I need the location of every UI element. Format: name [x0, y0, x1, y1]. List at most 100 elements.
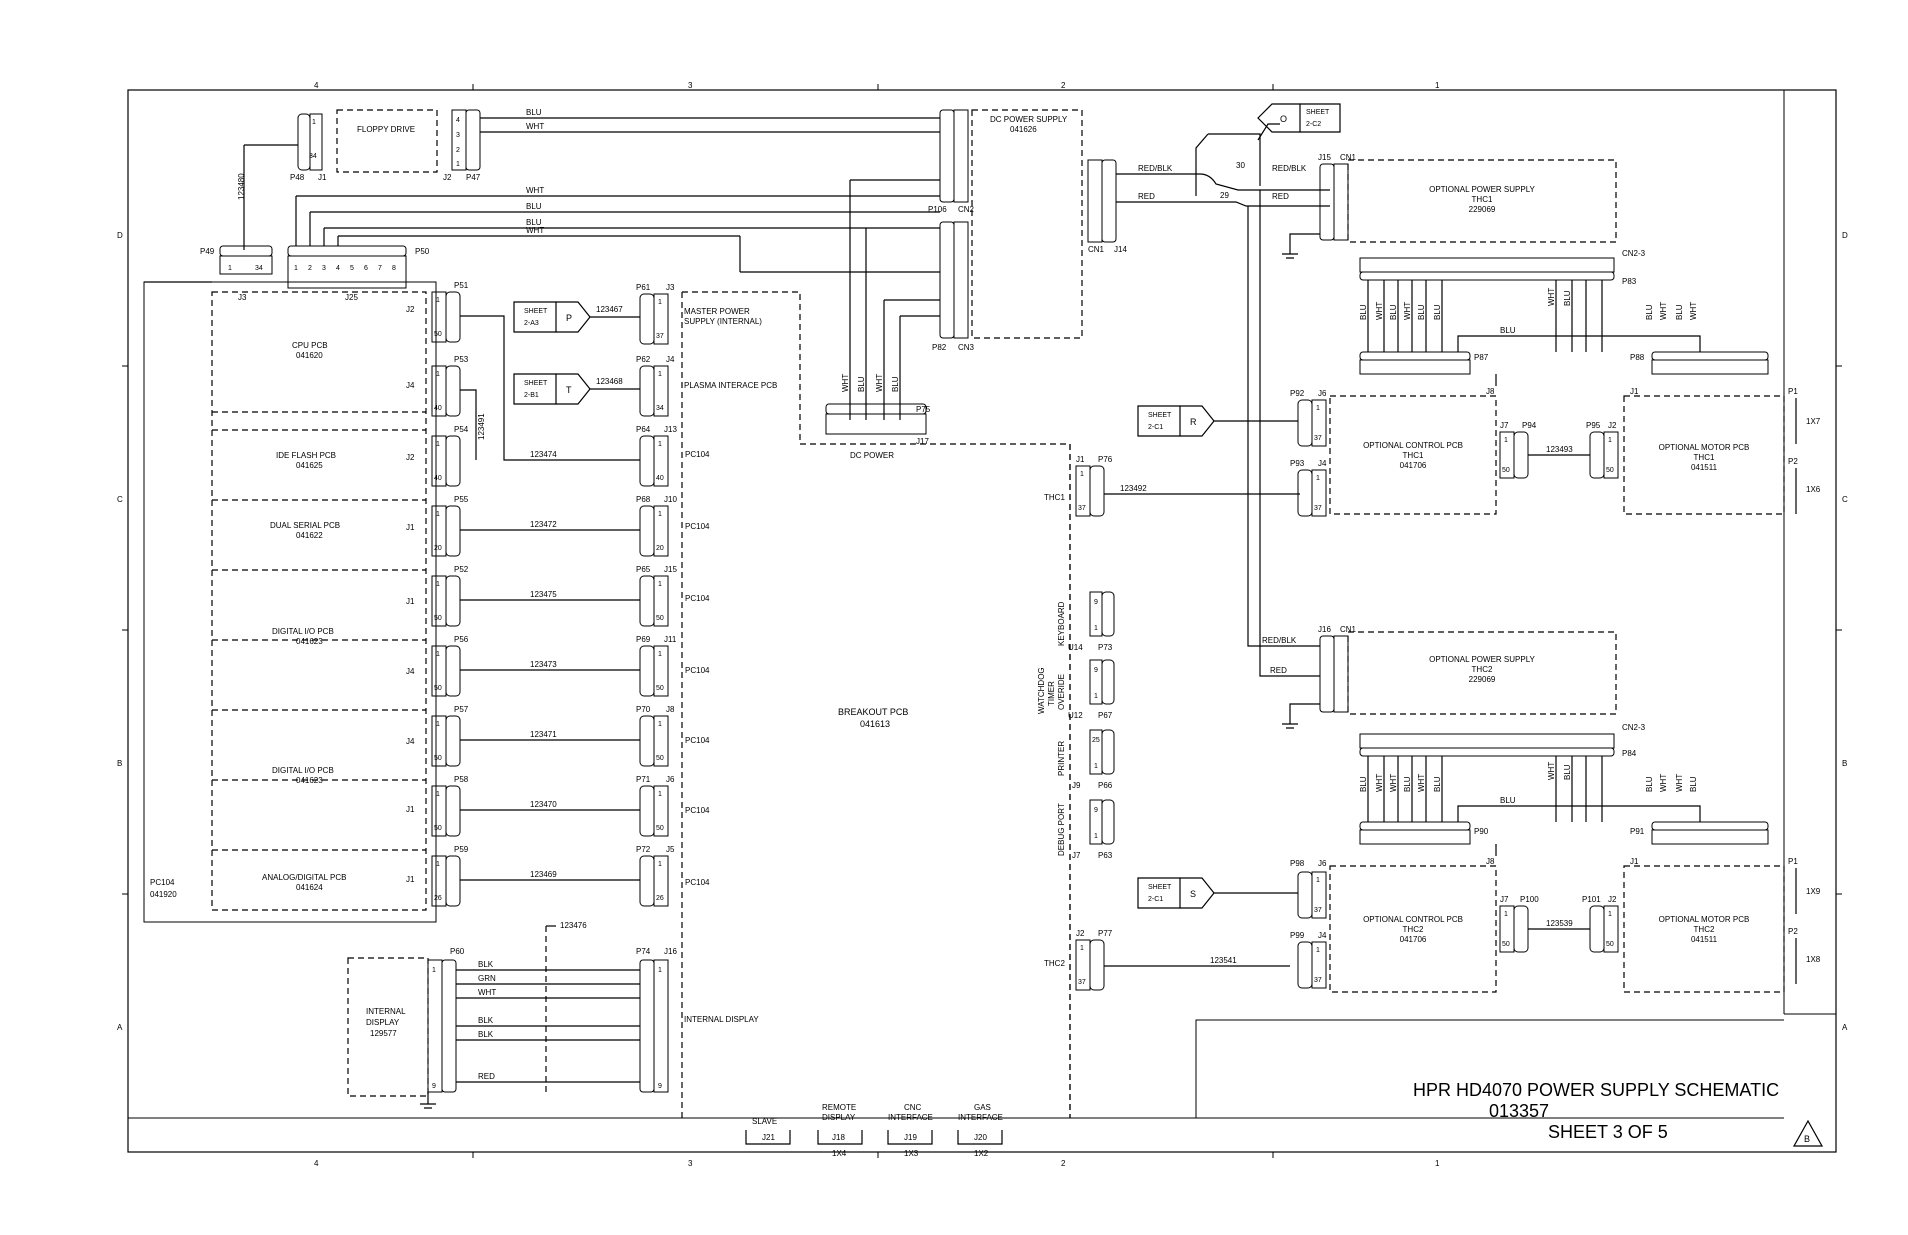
plasma-interface-label: PLASMA INTERACE PCB: [684, 381, 777, 390]
svg-text:50: 50: [656, 755, 664, 762]
cable-123492: 123492: [1120, 484, 1147, 493]
wire-blu-2: BLU: [526, 202, 542, 211]
analog-digital-label: ANALOG/DIGITAL PCB: [262, 873, 346, 882]
svg-text:J1: J1: [406, 597, 415, 606]
svg-text:37: 37: [1314, 977, 1322, 984]
connector-J2-floppy: J2: [443, 173, 452, 182]
zone-left-C: C: [117, 495, 123, 504]
connector-J25: J25: [345, 293, 358, 302]
svg-text:P95: P95: [1586, 421, 1601, 430]
svg-text:CN2-3: CN2-3: [1622, 723, 1646, 732]
wire-wht-top: WHT: [526, 122, 544, 131]
svg-text:J1: J1: [1076, 455, 1085, 464]
connector-J1-floppy: J1: [318, 173, 327, 182]
svg-text:SHEET: SHEET: [524, 308, 548, 315]
cnc-interface-label-2: INTERFACE: [888, 1113, 933, 1122]
digital-io-2-number: 041623: [296, 776, 323, 785]
wire-number-30: 30: [1236, 161, 1245, 170]
svg-text:P52: P52: [454, 565, 469, 574]
connector-J16-display: J16: [664, 947, 677, 956]
svg-text:PC104: PC104: [685, 666, 710, 675]
svg-text:CN1: CN1: [1340, 625, 1357, 634]
svg-text:J4: J4: [666, 355, 675, 364]
revision-letter: B: [1804, 1134, 1810, 1144]
svg-text:1: 1: [1094, 693, 1098, 700]
svg-text:J2: J2: [1608, 421, 1617, 430]
svg-text:26: 26: [656, 895, 664, 902]
svg-text:1X3: 1X3: [904, 1149, 919, 1158]
internal-display-connector-label: INTERNAL DISPLAY: [684, 1015, 759, 1024]
svg-text:J5: J5: [666, 845, 675, 854]
zone-top-1: 1: [1435, 81, 1440, 90]
svg-text:J4: J4: [1318, 459, 1327, 468]
svg-text:P55: P55: [454, 495, 469, 504]
breakout-connectors: P61 J3 1 37 P62 J4 1 34 P64 J13 1 40 P68…: [636, 283, 677, 907]
remote-display-label-2: DISPLAY: [822, 1113, 856, 1122]
svg-text:PC104: PC104: [685, 736, 710, 745]
title-block: HPR HD4070 POWER SUPPLY SCHEMATIC 013357…: [1413, 1080, 1824, 1147]
svg-text:J15: J15: [1318, 153, 1331, 162]
wire-blu-top: BLU: [526, 108, 542, 117]
svg-text:37: 37: [1314, 907, 1322, 914]
zone-right-C: C: [1842, 495, 1848, 504]
svg-text:1: 1: [658, 651, 662, 658]
svg-text:1: 1: [1608, 437, 1612, 444]
svg-text:1: 1: [436, 371, 440, 378]
svg-text:1: 1: [456, 161, 460, 168]
svg-text:J6: J6: [1318, 389, 1327, 398]
thc-breakout-column: THC1 J1 P76 1 37 123492 KEYBOARD U14 P73…: [1037, 444, 1300, 1118]
svg-text:WHT: WHT: [1547, 762, 1556, 780]
cable-123541: 123541: [1210, 956, 1237, 965]
svg-text:WHT: WHT: [875, 374, 884, 392]
svg-text:1X2: 1X2: [974, 1149, 989, 1158]
svg-text:WHT: WHT: [1689, 302, 1698, 320]
connector-J19: J19: [904, 1133, 917, 1142]
svg-text:SHEET: SHEET: [1306, 109, 1330, 116]
zone-top-2: 2: [1061, 81, 1066, 90]
keyboard-label: KEYBOARD: [1057, 601, 1066, 646]
svg-text:PC104: PC104: [685, 522, 710, 531]
cable-123467: 123467: [596, 305, 623, 314]
svg-text:P92: P92: [1290, 389, 1305, 398]
svg-text:9: 9: [1094, 807, 1098, 814]
svg-text:WHT: WHT: [1375, 302, 1384, 320]
svg-text:4: 4: [336, 265, 340, 272]
svg-text:J2: J2: [1076, 929, 1085, 938]
svg-text:50: 50: [1606, 941, 1614, 948]
connector-P76: P76: [1098, 455, 1113, 464]
connector-P75: P75: [916, 405, 931, 414]
connector-J3-cpu: J3: [238, 293, 247, 302]
svg-text:P88: P88: [1630, 353, 1645, 362]
svg-text:1: 1: [436, 791, 440, 798]
svg-text:J1: J1: [1630, 387, 1639, 396]
svg-text:50: 50: [656, 615, 664, 622]
svg-text:50: 50: [1502, 941, 1510, 948]
svg-text:3: 3: [322, 265, 326, 272]
connector-P77: P77: [1098, 929, 1113, 938]
svg-text:P94: P94: [1522, 421, 1537, 430]
svg-text:50: 50: [656, 685, 664, 692]
svg-text:J1: J1: [406, 875, 415, 884]
thc2-label: THC2: [1044, 959, 1065, 968]
svg-text:J11: J11: [664, 635, 677, 644]
wire-wht-2: WHT: [526, 186, 544, 195]
connector-U14: U14: [1068, 643, 1083, 652]
wire-number-29: 29: [1220, 191, 1229, 200]
breakout-pcb-number: 041613: [860, 719, 890, 729]
svg-text:BLU: BLU: [1433, 304, 1442, 320]
svg-text:1: 1: [658, 299, 662, 306]
svg-text:1: 1: [658, 861, 662, 868]
svg-text:50: 50: [656, 825, 664, 832]
cable-123470: 123470: [530, 800, 557, 809]
svg-text:8: 8: [392, 265, 396, 272]
svg-text:1: 1: [436, 297, 440, 304]
svg-text:1: 1: [294, 265, 298, 272]
svg-text:P2: P2: [1788, 927, 1798, 936]
pc104-number: 041920: [150, 890, 177, 899]
svg-text:P68: P68: [636, 495, 651, 504]
zone-labels: 4 3 2 1 4 3 2 1 D C B A D C B A: [117, 81, 1848, 1168]
offsheet-R-letter: R: [1190, 417, 1197, 427]
svg-text:PC104: PC104: [685, 450, 710, 459]
zone-right-A: A: [1842, 1023, 1848, 1032]
svg-text:BLU: BLU: [1433, 776, 1442, 792]
